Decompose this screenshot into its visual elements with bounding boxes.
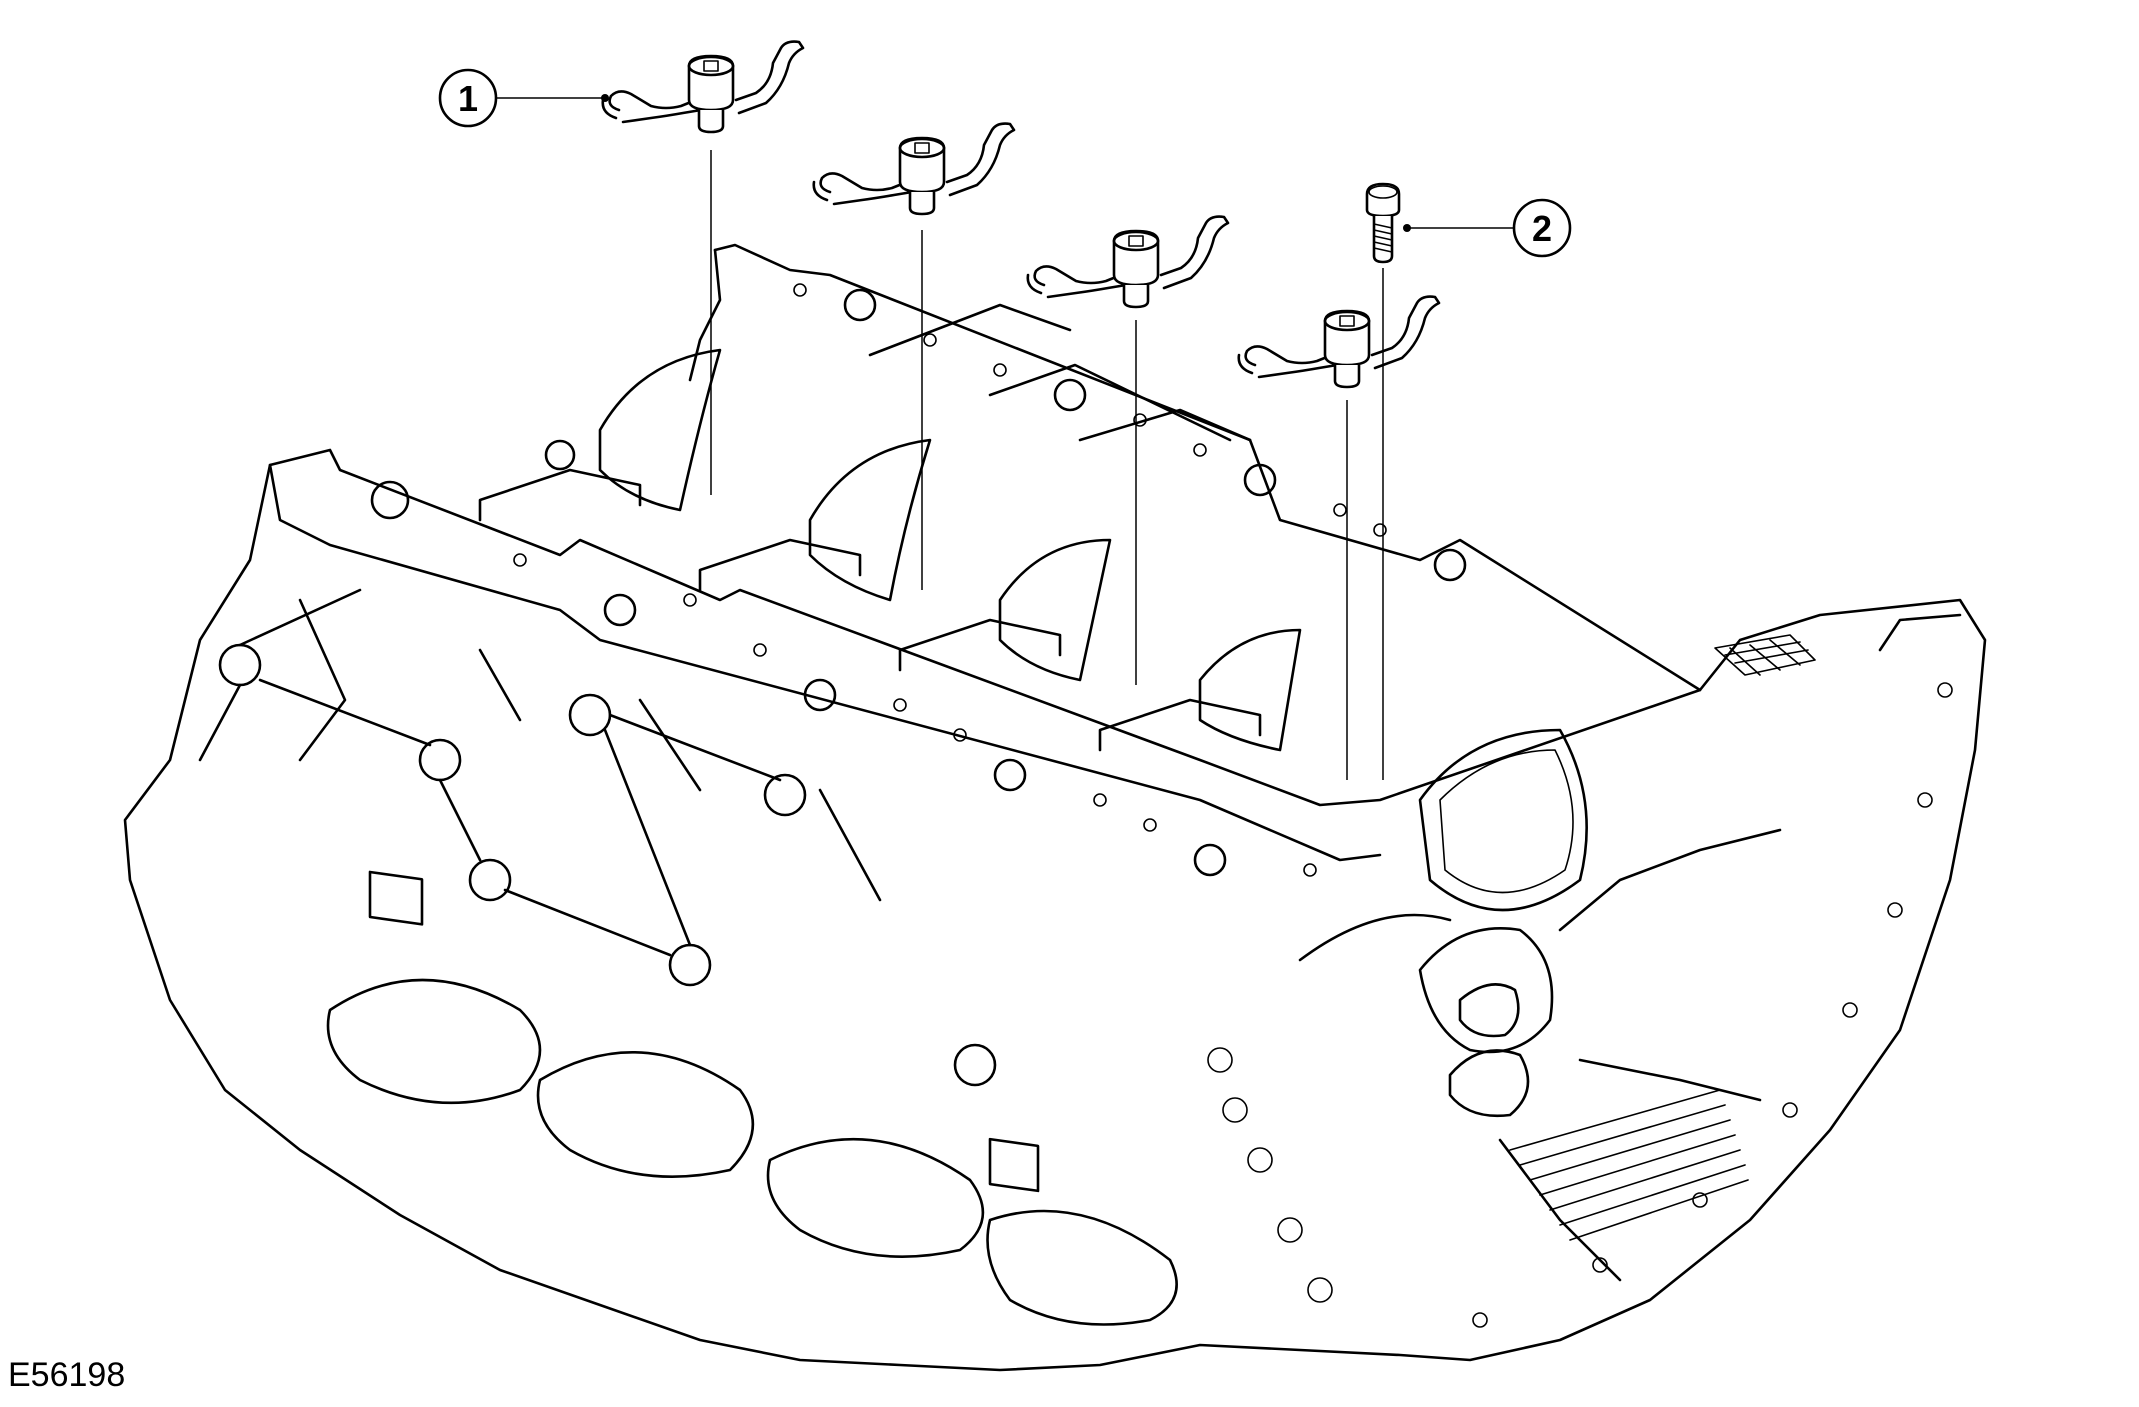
- head-bolt-holes: [370, 288, 1467, 877]
- piston-cooling-jet-1: [601, 40, 805, 134]
- figure-id: E56198: [8, 1356, 126, 1394]
- deck-small-holes: [513, 283, 1387, 877]
- retaining-bolt: [1365, 182, 1401, 264]
- callout-1: 1: [438, 68, 609, 128]
- piston-cooling-jet-3: [1026, 215, 1230, 309]
- piston-cooling-jet-2: [812, 122, 1016, 216]
- alignment-lines: [710, 150, 1384, 780]
- callout-2-label: 2: [1532, 208, 1552, 249]
- callout-1-label: 1: [458, 78, 478, 119]
- piston-cooling-jet-4: [1237, 295, 1441, 389]
- callout-2: 2: [1403, 198, 1572, 258]
- engine-block: [123, 243, 1987, 1372]
